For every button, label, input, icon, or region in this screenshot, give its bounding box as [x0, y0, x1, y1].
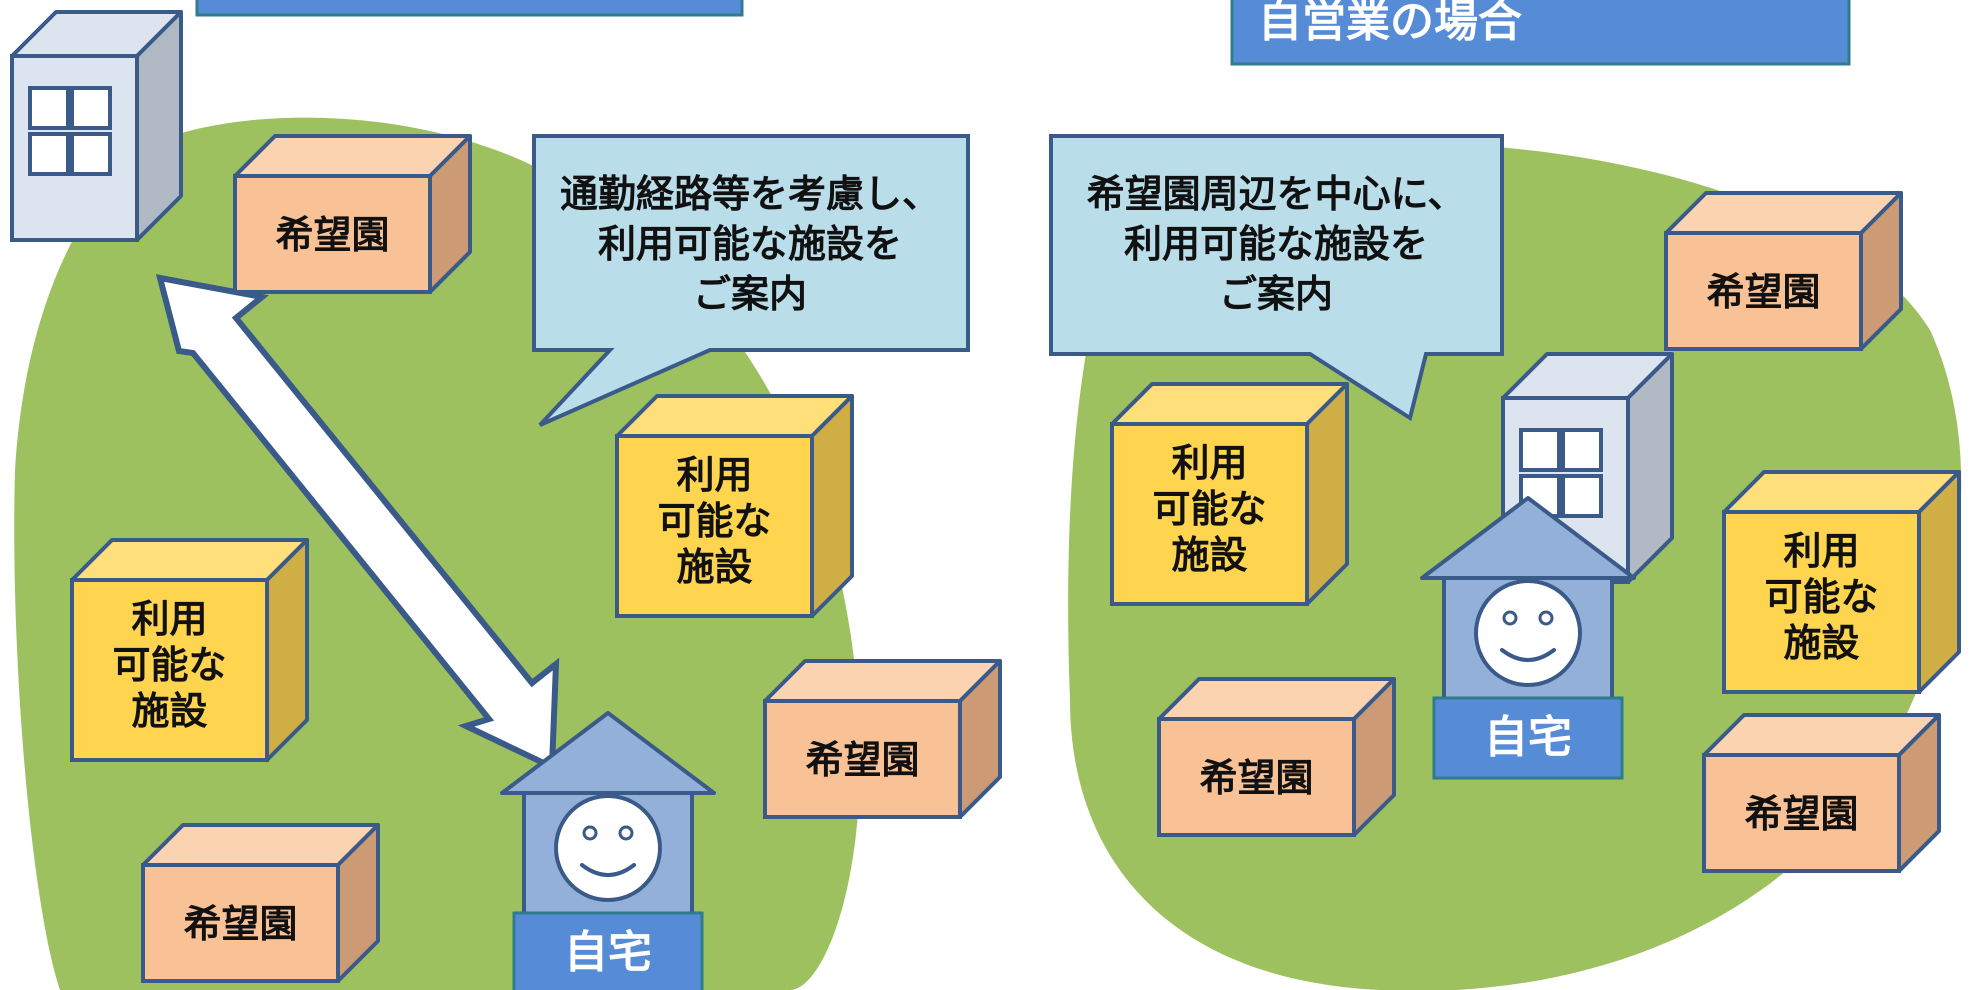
building-window: [70, 86, 112, 130]
smiley-face-icon: [1474, 579, 1582, 687]
smiley-eye: [618, 825, 634, 841]
facility-box: 利用可能な施設: [615, 394, 854, 618]
smiley-mouth: [1500, 648, 1556, 662]
facility-label-line: 施設: [676, 545, 752, 589]
right-title-bar: 自営業の場合: [1230, 0, 1851, 66]
smiley-face-icon: [554, 794, 662, 902]
facility-label-line: 施設: [131, 689, 207, 733]
box-front-face: [615, 434, 814, 618]
kibouen-label: 希望園: [805, 738, 919, 782]
left-home-house: 自宅: [500, 711, 716, 990]
left-speech-bubble: 通勤経路等を考慮し、 利用可能な施設を ご案内: [532, 134, 970, 427]
box-front-face: [1664, 231, 1863, 351]
right-speech-bubble: 希望園周辺を中心に、 利用可能な施設を ご案内: [1049, 134, 1504, 422]
kibouen-box: 希望園: [1702, 713, 1941, 873]
facility-label-line: 利用: [676, 453, 752, 497]
box-front-face: [1157, 717, 1356, 837]
kibouen-box: 希望園: [141, 823, 380, 983]
smiley-mouth: [580, 863, 636, 877]
facility-box: 利用可能な施設: [1722, 470, 1961, 694]
facility-label-line: 施設: [1171, 533, 1247, 577]
right-bubble-line-2: 利用可能な施設を: [1124, 222, 1428, 266]
facility-box: 利用可能な施設: [1110, 382, 1349, 606]
building-window: [70, 132, 112, 176]
box-front-face: [141, 863, 340, 983]
right-office-building-icon: [1501, 352, 1674, 584]
box-front-face: [233, 174, 432, 294]
facility-label-line: 利用: [1783, 529, 1859, 573]
kibouen-label: 希望園: [1199, 756, 1313, 800]
box-side-face: [810, 394, 854, 618]
facility-label-line: 施設: [1783, 621, 1859, 665]
box-front-face: [1110, 422, 1309, 606]
left-title-bar: [195, 0, 744, 17]
home-label-box: [512, 911, 704, 990]
smiley-eye: [1538, 610, 1554, 626]
building-window: [28, 132, 70, 176]
left-bubble-line-2: 利用可能な施設を: [598, 222, 902, 266]
facility-label-line: 可能な: [1764, 575, 1878, 619]
facility-box: 利用可能な施設: [70, 538, 309, 762]
right-bubble-line-1: 希望園周辺を中心に、: [1087, 172, 1466, 216]
box-front-face: [70, 578, 269, 762]
building-window: [1561, 474, 1603, 518]
kibouen-box: 希望園: [763, 659, 1002, 819]
kibouen-box: 希望園: [1664, 191, 1903, 351]
left-bubble-line-1: 通勤経路等を考慮し、: [560, 172, 940, 216]
kibouen-label: 希望園: [183, 902, 297, 946]
building-window: [1519, 428, 1561, 472]
home-label: 自宅: [564, 927, 652, 978]
box-front-face: [1722, 510, 1921, 694]
kibouen-box: 希望園: [233, 134, 472, 294]
box-front-face: [1702, 753, 1901, 873]
facility-label-line: 可能な: [1152, 487, 1266, 531]
box-side-face: [265, 538, 309, 762]
left-bubble-line-3: ご案内: [693, 272, 807, 316]
smiley-eye: [582, 825, 598, 841]
right-title-text: 自営業の場合: [1258, 0, 1522, 47]
facility-label-line: 可能な: [112, 643, 226, 687]
right-bubble-line-3: ご案内: [1219, 272, 1333, 316]
home-label: 自宅: [1484, 712, 1572, 763]
left-office-building-icon: [10, 10, 183, 242]
kibouen-label: 希望園: [1744, 792, 1858, 836]
smiley-eye: [1502, 610, 1518, 626]
box-side-face: [1305, 382, 1349, 606]
right-home-house: 自宅: [1420, 496, 1636, 780]
box-side-face: [1917, 470, 1961, 694]
building-window: [28, 86, 70, 130]
kibouen-label: 希望園: [275, 213, 389, 257]
facility-label-line: 利用: [1171, 441, 1247, 485]
kibouen-label: 希望園: [1706, 270, 1820, 314]
kibouen-box: 希望園: [1157, 677, 1396, 837]
building-window: [1561, 428, 1603, 472]
facility-label-line: 可能な: [657, 499, 771, 543]
box-front-face: [763, 699, 962, 819]
home-label-box: [1432, 696, 1624, 780]
facility-label-line: 利用: [131, 597, 207, 641]
